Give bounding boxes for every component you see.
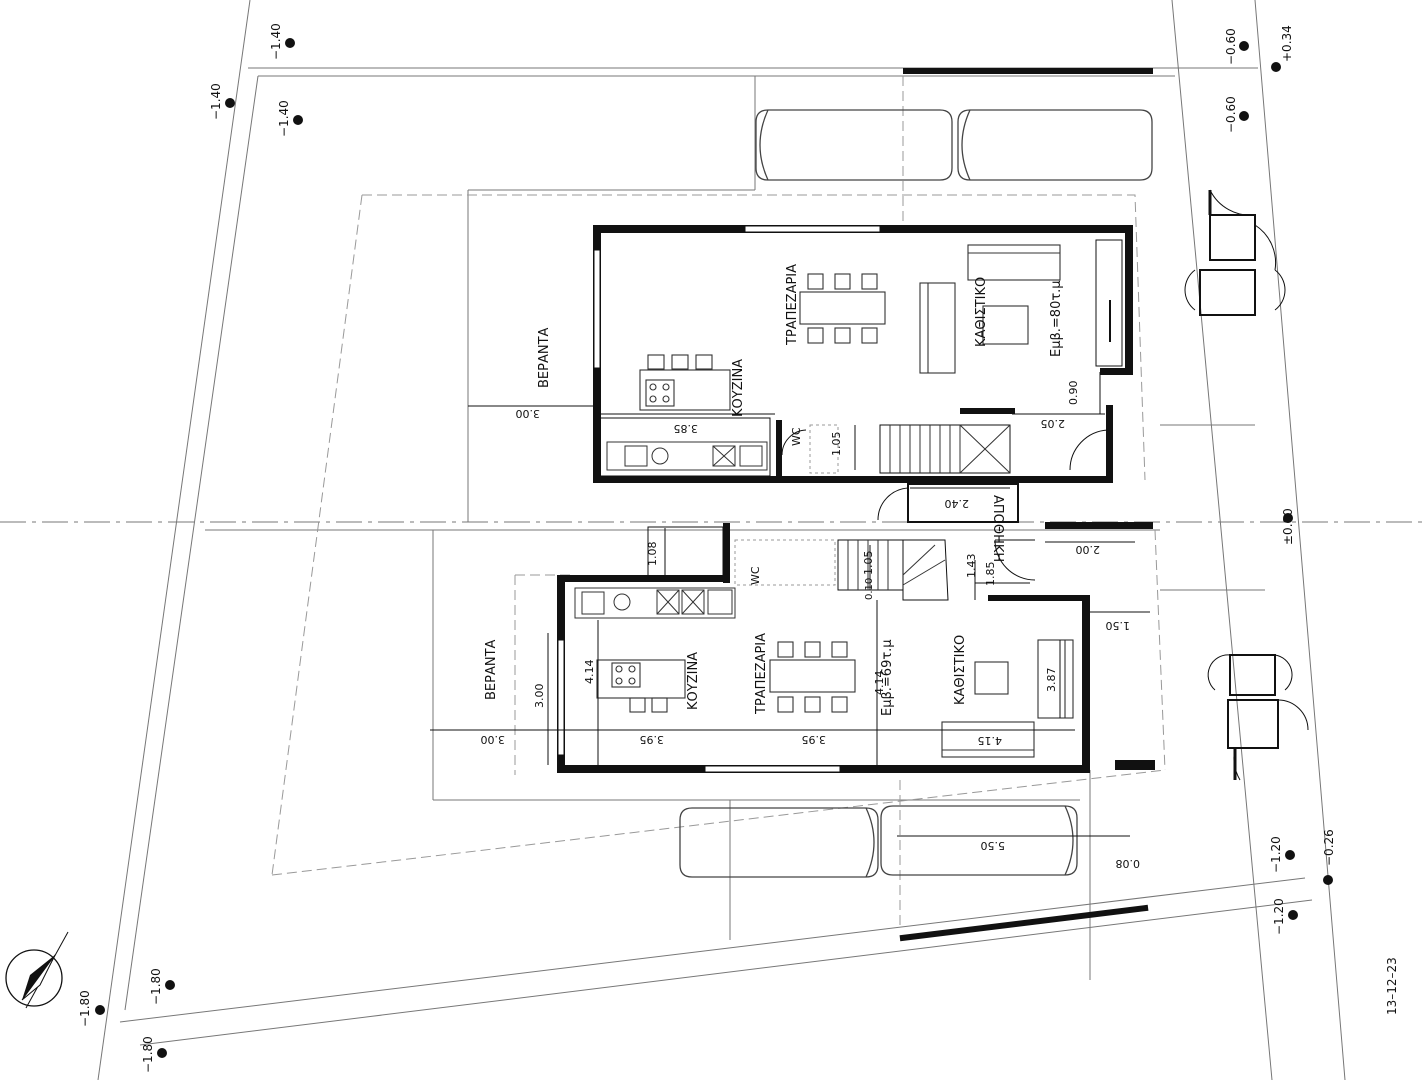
upper-unit-walls [593,225,1133,483]
lower-unit-walls [557,522,1155,773]
level-label: −1.20 [1272,898,1286,935]
lower-living-label: ΚΑΘΙΣΤΙΚΟ [953,635,968,705]
dim-label: 3.95 [640,733,665,746]
dim-label: 2.05 [1041,417,1066,430]
lower-furniture [596,639,1074,758]
level-label: −0.26 [1322,829,1336,866]
upper-veranda-label: ΒΕΡΑΝΤΑ [537,327,552,388]
lower-area-label: Εμβ.=69τ.μ [880,639,895,716]
upper-living-label: ΚΑΘΙΣΤΙΚΟ [974,277,989,347]
upper-dining-label: ΤΡΑΠΕΖΑΡΙΑ [785,264,800,346]
upper-stair [781,424,1109,474]
upper-kitchen-label: ΚΟΥΖΙΝΑ [731,359,746,417]
level-marker-dot [1239,41,1249,51]
dim-label: 2.40 [945,497,970,510]
dim-label: 1.50 [1106,619,1131,632]
dim-label: 3.95 [802,733,827,746]
level-markers [95,38,1333,1058]
dim-label: 5.50 [981,839,1006,852]
level-label: −1.20 [1269,836,1283,873]
entry-doors [1184,189,1309,781]
level-marker-dot [157,1048,167,1058]
dim-label: 1.05 [830,432,843,457]
level-label: ±0.00 [1281,508,1295,545]
lower-wc-label: WC [749,566,762,585]
lower-kitchen-label: ΚΟΥΖΙΝΑ [686,652,701,710]
level-marker-dot [293,115,303,125]
upper-furniture [639,244,1061,411]
level-label: −1.40 [269,23,283,60]
parking-cars [679,109,1153,878]
level-label: −0.60 [1224,96,1238,133]
level-label: −1.80 [149,968,163,1005]
dimension-lines [430,372,1150,837]
upper-room-labels: ΒΕΡΑΝΤΑ ΚΟΥΖΙΝΑ ΤΡΑΠΕΖΑΡΙΑ ΚΑΘΙΣΤΙΚΟ Εμβ… [537,264,1064,562]
dim-label: 1.08 [646,542,659,567]
upper-wc-label: WC [790,427,803,446]
level-label: +0.34 [1280,25,1294,62]
dim-label: 0.08 [1116,857,1141,870]
level-marker-dot [1283,513,1293,523]
dim-label: 3.00 [481,733,506,746]
dim-label: 0.10 [864,578,875,600]
dim-label: 0.90 [1067,381,1080,406]
level-marker-dot [95,1005,105,1015]
dim-label: 1.43 [965,554,978,579]
level-label: −1.40 [277,100,291,137]
level-label: −1.80 [78,990,92,1027]
level-marker-dot [1285,850,1295,860]
dim-label: 2.00 [1076,543,1101,556]
dim-label: 3.00 [533,684,546,709]
lower-room-labels: ΒΕΡΑΝΤΑ ΚΟΥΖΙΝΑ ΤΡΑΠΕΖΑΡΙΑ ΚΑΘΙΣΤΙΚΟ Εμβ… [484,566,968,716]
level-label: −0.60 [1224,28,1238,65]
building-envelope-dashed [271,76,1166,925]
north-arrow-icon [5,931,69,1009]
level-marker-dot [1271,62,1281,72]
bottom-gate [899,904,1149,942]
dim-label: 1.85 [984,562,997,587]
storage-label: ΑΠΟΘΗΚΗ [990,495,1005,562]
level-marker-dot [285,38,295,48]
level-marker-dot [1288,910,1298,920]
level-label: −1.80 [141,1036,155,1073]
dim-label: 4.14 [873,671,886,696]
dim-label: 3.85 [674,422,699,435]
level-marker-dot [165,980,175,990]
level-marker-dot [225,98,235,108]
dim-label: 4.15 [978,734,1003,747]
level-labels: −1.40 −1.40 −1.40 −0.60 +0.34 −0.60 ±0.0… [78,23,1336,1073]
dim-label: 3.87 [1045,668,1058,693]
dim-label: 1.05 [862,551,875,576]
dim-label: 4.14 [583,660,596,685]
level-marker-dot [1239,111,1249,121]
dim-label: 3.00 [516,407,541,420]
level-marker-dot [1323,875,1333,885]
upper-area-label: Εμβ.=80τ.μ [1049,280,1064,357]
top-gate [903,68,1153,74]
dimension-labels: 3.00 3.85 1.05 0.90 2.05 2.40 2.00 1.08 … [481,381,1141,871]
storage-room [877,483,1019,523]
drawing-date: 13–12–23 [1385,957,1399,1015]
lower-veranda-label: ΒΕΡΑΝΤΑ [484,639,499,700]
lower-dining-label: ΤΡΑΠΕΖΑΡΙΑ [754,633,769,715]
level-label: −1.40 [209,83,223,120]
